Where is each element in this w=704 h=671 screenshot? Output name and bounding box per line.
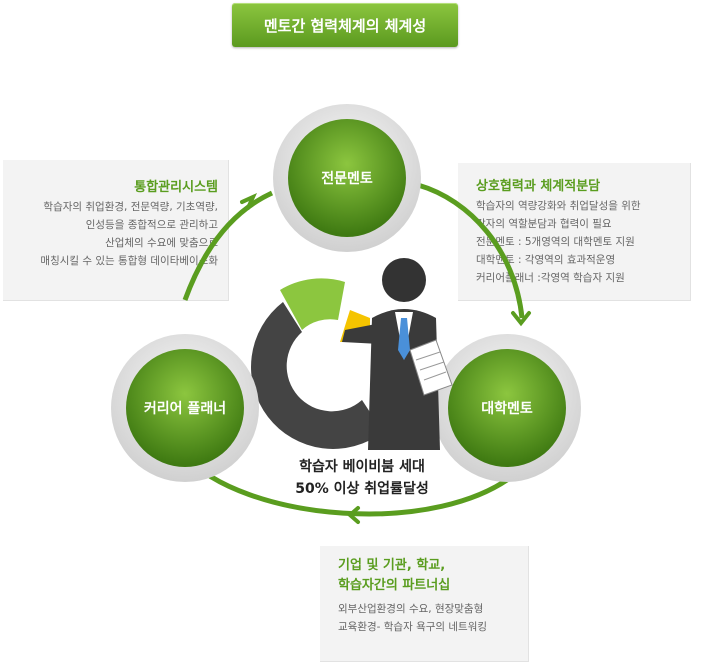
panel-line: 산업체의 수요에 맞춤으로 [105, 237, 218, 249]
panel-line: 학습자의 역량강화와 취업달성을 위한 [476, 200, 641, 212]
center-caption: 학습자 베이비붐 세대 50% 이상 취업률달성 [262, 456, 462, 500]
cycle-arrows [182, 182, 525, 517]
businessman-icon [342, 258, 453, 450]
panel-partnership: 기업 및 기관, 학교, 학습자간의 파트너십 외부산업환경의 수요, 현장맞춤… [320, 546, 529, 662]
title-banner: 멘토간 협력체계의 체계성 [232, 3, 458, 47]
node-label-right: 대학멘토 [481, 401, 533, 417]
panel-line: 인성등을 종합적으로 관리하고 [85, 219, 218, 231]
panel-line: 각자의 역할분담과 협력이 필요 [476, 218, 612, 230]
panel-line: 매칭시킬 수 있는 통합형 데이타베이스화 [40, 255, 218, 267]
node-expert-mentor [273, 104, 421, 252]
panel-line: 전문멘토 : 5개영역의 대학멘토 지원 [476, 236, 635, 248]
center-line: 학습자 베이비붐 세대 [299, 459, 425, 475]
panel-heading: 상호협력과 체계적분담 [476, 179, 601, 194]
node-label-left: 커리어 플래너 [143, 401, 227, 417]
node-career-planner [111, 334, 259, 482]
panel-line: 교육환경- 학습자 욕구의 네트워킹 [338, 621, 488, 633]
node-university-mentor [433, 334, 581, 482]
panel-cooperation: 상호협력과 체계적분담 학습자의 역량강화와 취업달성을 위한 각자의 역할분담… [458, 163, 691, 301]
arc-top-right [417, 182, 525, 319]
arc-top-left [182, 190, 274, 301]
node-label-top: 전문멘토 [321, 171, 373, 187]
panel-line: 학습자의 취업환경, 전문역량, 기초역량, [43, 201, 218, 213]
donut-graphic [251, 278, 383, 449]
chevron-icon [346, 506, 360, 524]
center-line: 50% 이상 취업률달성 [295, 481, 429, 497]
panel-heading: 학습자간의 파트너십 [338, 578, 451, 593]
panel-line: 외부산업환경의 수요, 현장맞춤형 [338, 603, 484, 615]
panel-heading: 통합관리시스템 [134, 180, 218, 195]
arc-bottom [183, 453, 522, 517]
panel-heading: 기업 및 기관, 학교, [338, 558, 446, 573]
chevron-icon [511, 311, 531, 327]
panel-line: 대학멘토 : 각영역의 효과적운영 [476, 254, 616, 266]
chevron-icon [240, 192, 258, 210]
panel-integrated-management: 통합관리시스템 학습자의 취업환경, 전문역량, 기초역량, 인성등을 종합적으… [3, 160, 229, 301]
